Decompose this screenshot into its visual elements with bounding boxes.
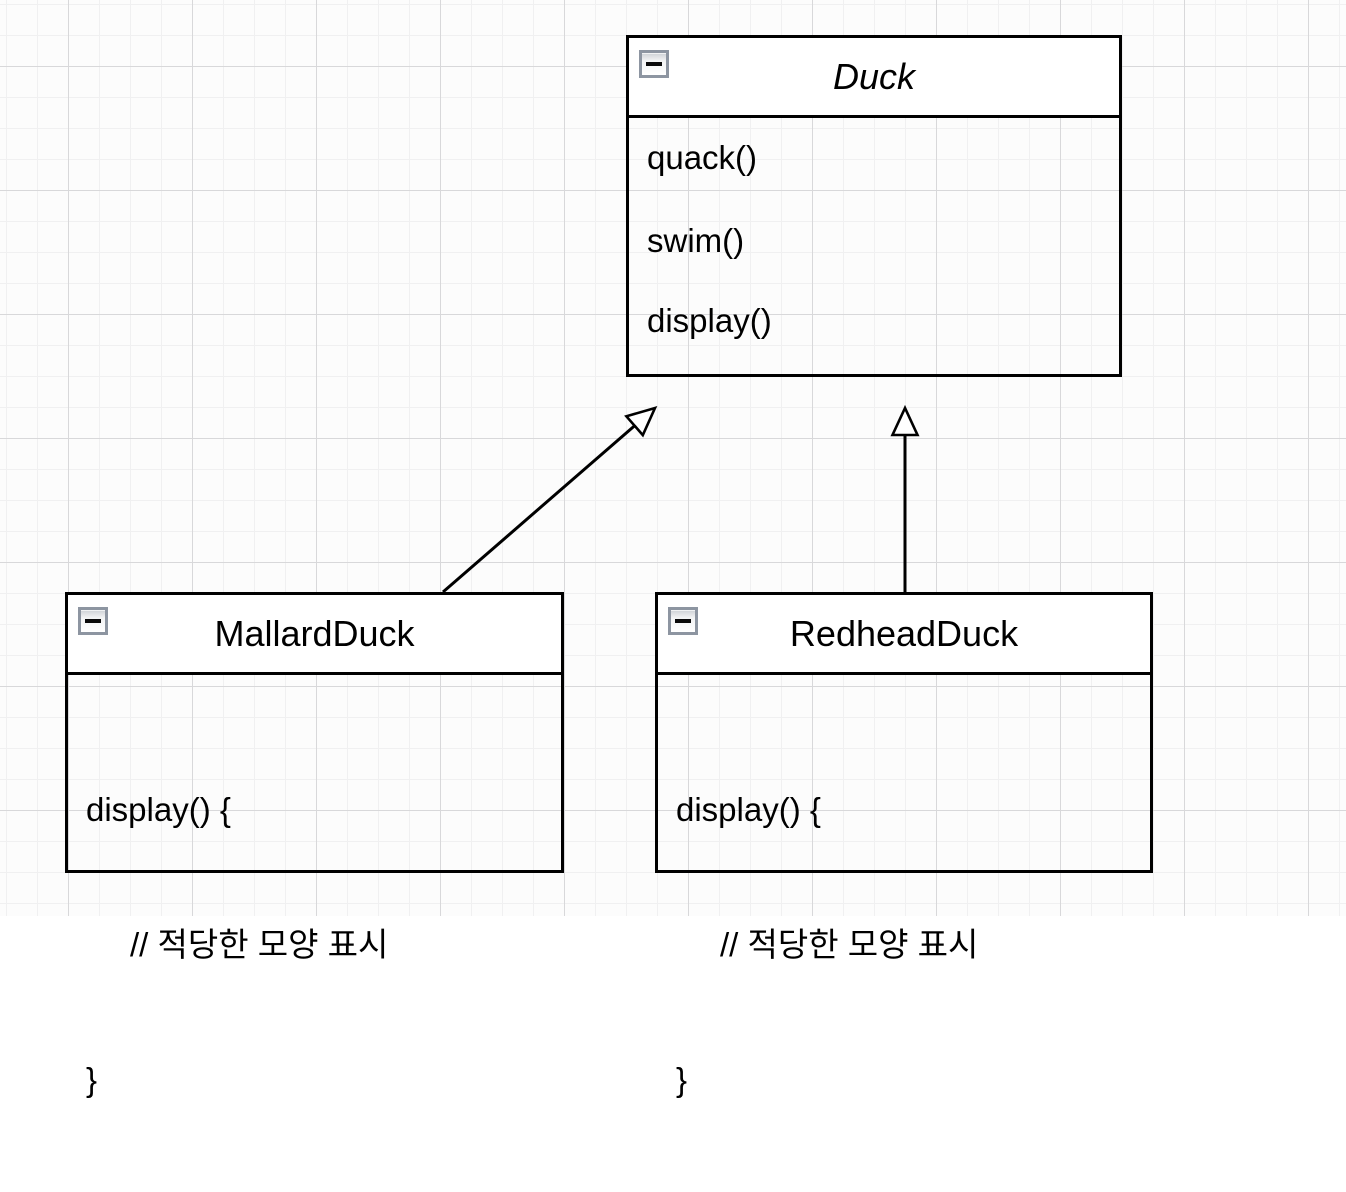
generalization-arrow-mallardduck-to-duck[interactable] (442, 405, 658, 594)
method-swim: swim() (647, 222, 745, 259)
class-body: display() { // 적당한 모양 표시 } (658, 675, 1150, 1192)
collapse-toggle-button[interactable] (668, 607, 698, 635)
minus-icon (646, 62, 662, 66)
code-line-display-open: display() { (676, 791, 821, 828)
class-header: MallardDuck (68, 595, 561, 675)
class-title: MallardDuck (214, 613, 415, 654)
code-line-close-brace: } (86, 1061, 98, 1098)
class-header: Duck (629, 38, 1119, 118)
class-box-redheadduck[interactable]: RedheadDuck display() { // 적당한 모양 표시 } (655, 592, 1153, 1098)
collapse-toggle-button[interactable] (639, 50, 669, 78)
class-box-mallardduck[interactable]: MallardDuck display() { // 적당한 모양 표시 } (65, 592, 564, 1098)
code-line-display-open: display() { (86, 791, 231, 828)
code-line-comment: // 적당한 모양 표시 (720, 926, 979, 963)
class-title: RedheadDuck (789, 613, 1019, 654)
minus-icon (675, 619, 691, 623)
generalization-arrow-redheadduck-to-duck[interactable] (890, 404, 920, 592)
method-quack: quack() (647, 139, 758, 176)
minus-icon (85, 619, 101, 623)
class-box-duck[interactable]: Duck quack() swim() display() (626, 35, 1122, 377)
code-line-comment: // 적당한 모양 표시 (130, 926, 389, 963)
class-header: RedheadDuck (658, 595, 1150, 675)
class-body: display() { // 적당한 모양 표시 } (68, 675, 561, 1192)
code-line-close-brace: } (676, 1061, 688, 1098)
method-display: display() (647, 302, 772, 339)
collapse-toggle-button[interactable] (78, 607, 108, 635)
class-title: Duck (832, 56, 916, 97)
inheritance-arrows-layer (442, 404, 920, 594)
diagram-canvas[interactable]: Duck quack() swim() display() MallardDuc… (0, 0, 1346, 1098)
